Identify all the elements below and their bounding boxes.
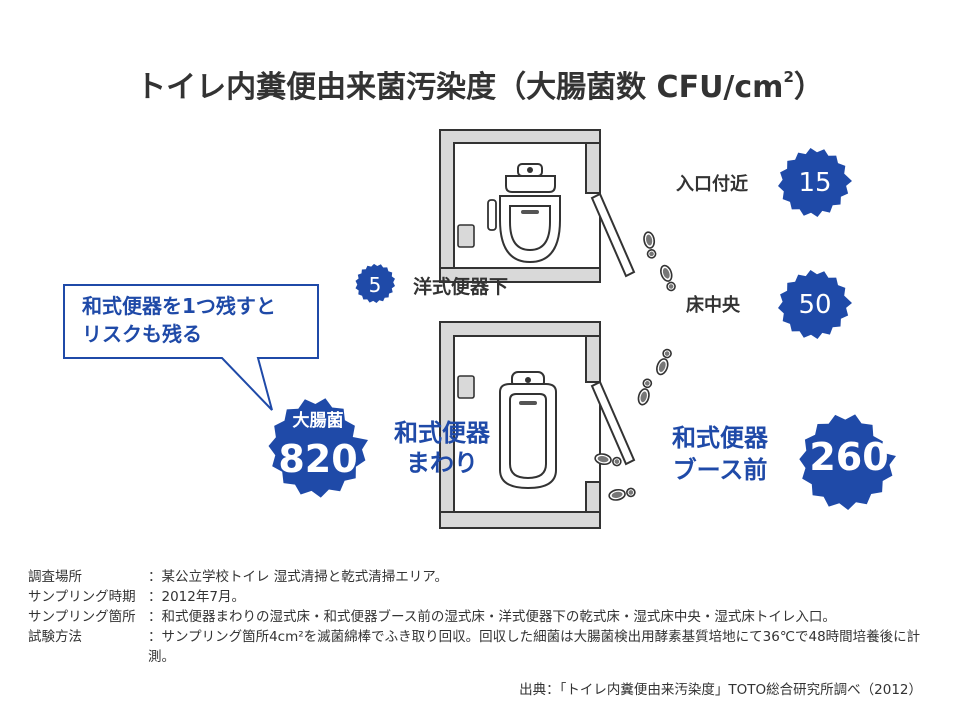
washiki-booth-label1: 和式便器: [672, 424, 769, 452]
note-value: ：サンプリング箇所4cm²を滅菌綿棒でふき取り回収。回収した細菌は大腸菌検出用酵…: [148, 629, 921, 665]
title-superscript: 2: [783, 68, 794, 86]
seiyo-label: 洋式便器下: [413, 275, 508, 298]
burst-badge-washiki-around: 大腸菌 820: [268, 398, 368, 498]
burst-badge-entrance: 15: [778, 148, 852, 217]
washiki-around-caption: 大腸菌: [293, 410, 344, 431]
title-end: ）: [793, 70, 824, 105]
footprint-icon: [593, 230, 678, 502]
note-row: サンプリング箇所 ：和式便器まわりの湿式床・和式便器ブース前の湿式床・洋式便器下の…: [28, 607, 928, 627]
entrance-value: 15: [798, 168, 831, 198]
note-key: サンプリング箇所: [28, 609, 136, 625]
speech-bubble-icon: 和式便器を1つ残すと リスクも残る: [63, 284, 319, 411]
western-toilet-icon: [499, 163, 561, 264]
toilet-diagram: 5 洋式便器下 15 入口付近 50 床中央 大腸菌 820 和式便器 まわり …: [63, 129, 896, 529]
note-row: 調査場所 ：某公立学校トイレ 湿式清掃と乾式清掃エリア。: [28, 567, 928, 587]
source-credit: 出典：「トイレ内糞便由来汚染度」TOTO総合研究所調べ（2012）: [519, 682, 922, 698]
burst-badge-washiki-booth: 260: [799, 414, 896, 510]
note-value: ：某公立学校トイレ 湿式清掃と乾式清掃エリア。: [148, 569, 448, 585]
lower-door: [590, 380, 636, 466]
washiki-around-label1: 和式便器: [394, 419, 491, 447]
burst-badge-floor-center: 50: [778, 270, 852, 339]
note-key: サンプリング時期: [28, 589, 136, 605]
floor-center-value: 50: [798, 290, 831, 320]
burst-badge-seiyo: 5: [355, 263, 395, 303]
note-key: 試験方法: [28, 629, 82, 645]
note-row: 試験方法 ：サンプリング箇所4cm²を滅菌綿棒でふき取り回収。回収した細菌は大腸菌…: [28, 627, 928, 667]
paper-holder-icon-lower: [457, 375, 475, 399]
note-row: サンプリング時期 ：2012年7月。: [28, 587, 928, 607]
washiki-around-label2: まわり: [406, 449, 478, 477]
title-main: トイレ内糞便由来菌汚染度（大腸菌数 CFU/cm: [136, 70, 784, 105]
callout-line1: 和式便器を1つ残すと: [82, 294, 276, 318]
western-booth: [439, 129, 601, 283]
note-value: ：2012年7月。: [148, 589, 245, 605]
entrance-label: 入口付近: [676, 173, 748, 195]
washiki-booth-value: 260: [809, 435, 888, 479]
floor-center-label: 床中央: [686, 294, 741, 316]
notes: 調査場所 ：某公立学校トイレ 湿式清掃と乾式清掃エリア。 サンプリング時期 ：201…: [28, 567, 928, 667]
squat-toilet-icon: [499, 371, 557, 490]
note-value: ：和式便器まわりの湿式床・和式便器ブース前の湿式床・洋式便器下の乾式床・湿式床中…: [148, 609, 836, 625]
washiki-around-value: 820: [278, 437, 357, 481]
upper-door: [590, 192, 636, 278]
washiki-booth-label2: ブース前: [673, 456, 768, 484]
paper-holder-icon: [457, 199, 497, 248]
note-key: 調査場所: [28, 569, 82, 585]
chart-title: トイレ内糞便由来菌汚染度（大腸菌数 CFU/cm2）: [0, 62, 960, 106]
seiyo-value: 5: [369, 273, 382, 297]
callout-line2: リスクも残る: [82, 322, 202, 346]
